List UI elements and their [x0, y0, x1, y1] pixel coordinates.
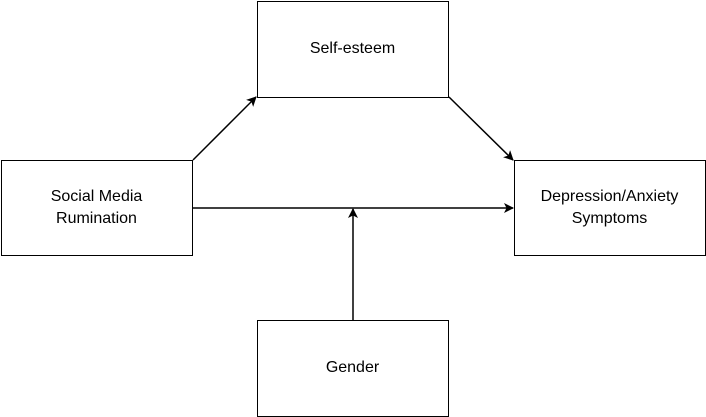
social-media-rumination-box	[1, 160, 193, 256]
depression-anxiety-box	[514, 160, 706, 256]
arrow-rumination-to-self-esteem	[192, 96, 257, 161]
arrow-self-esteem-to-depression	[448, 96, 514, 161]
gender-box	[257, 320, 449, 417]
self-esteem-box	[257, 1, 449, 98]
